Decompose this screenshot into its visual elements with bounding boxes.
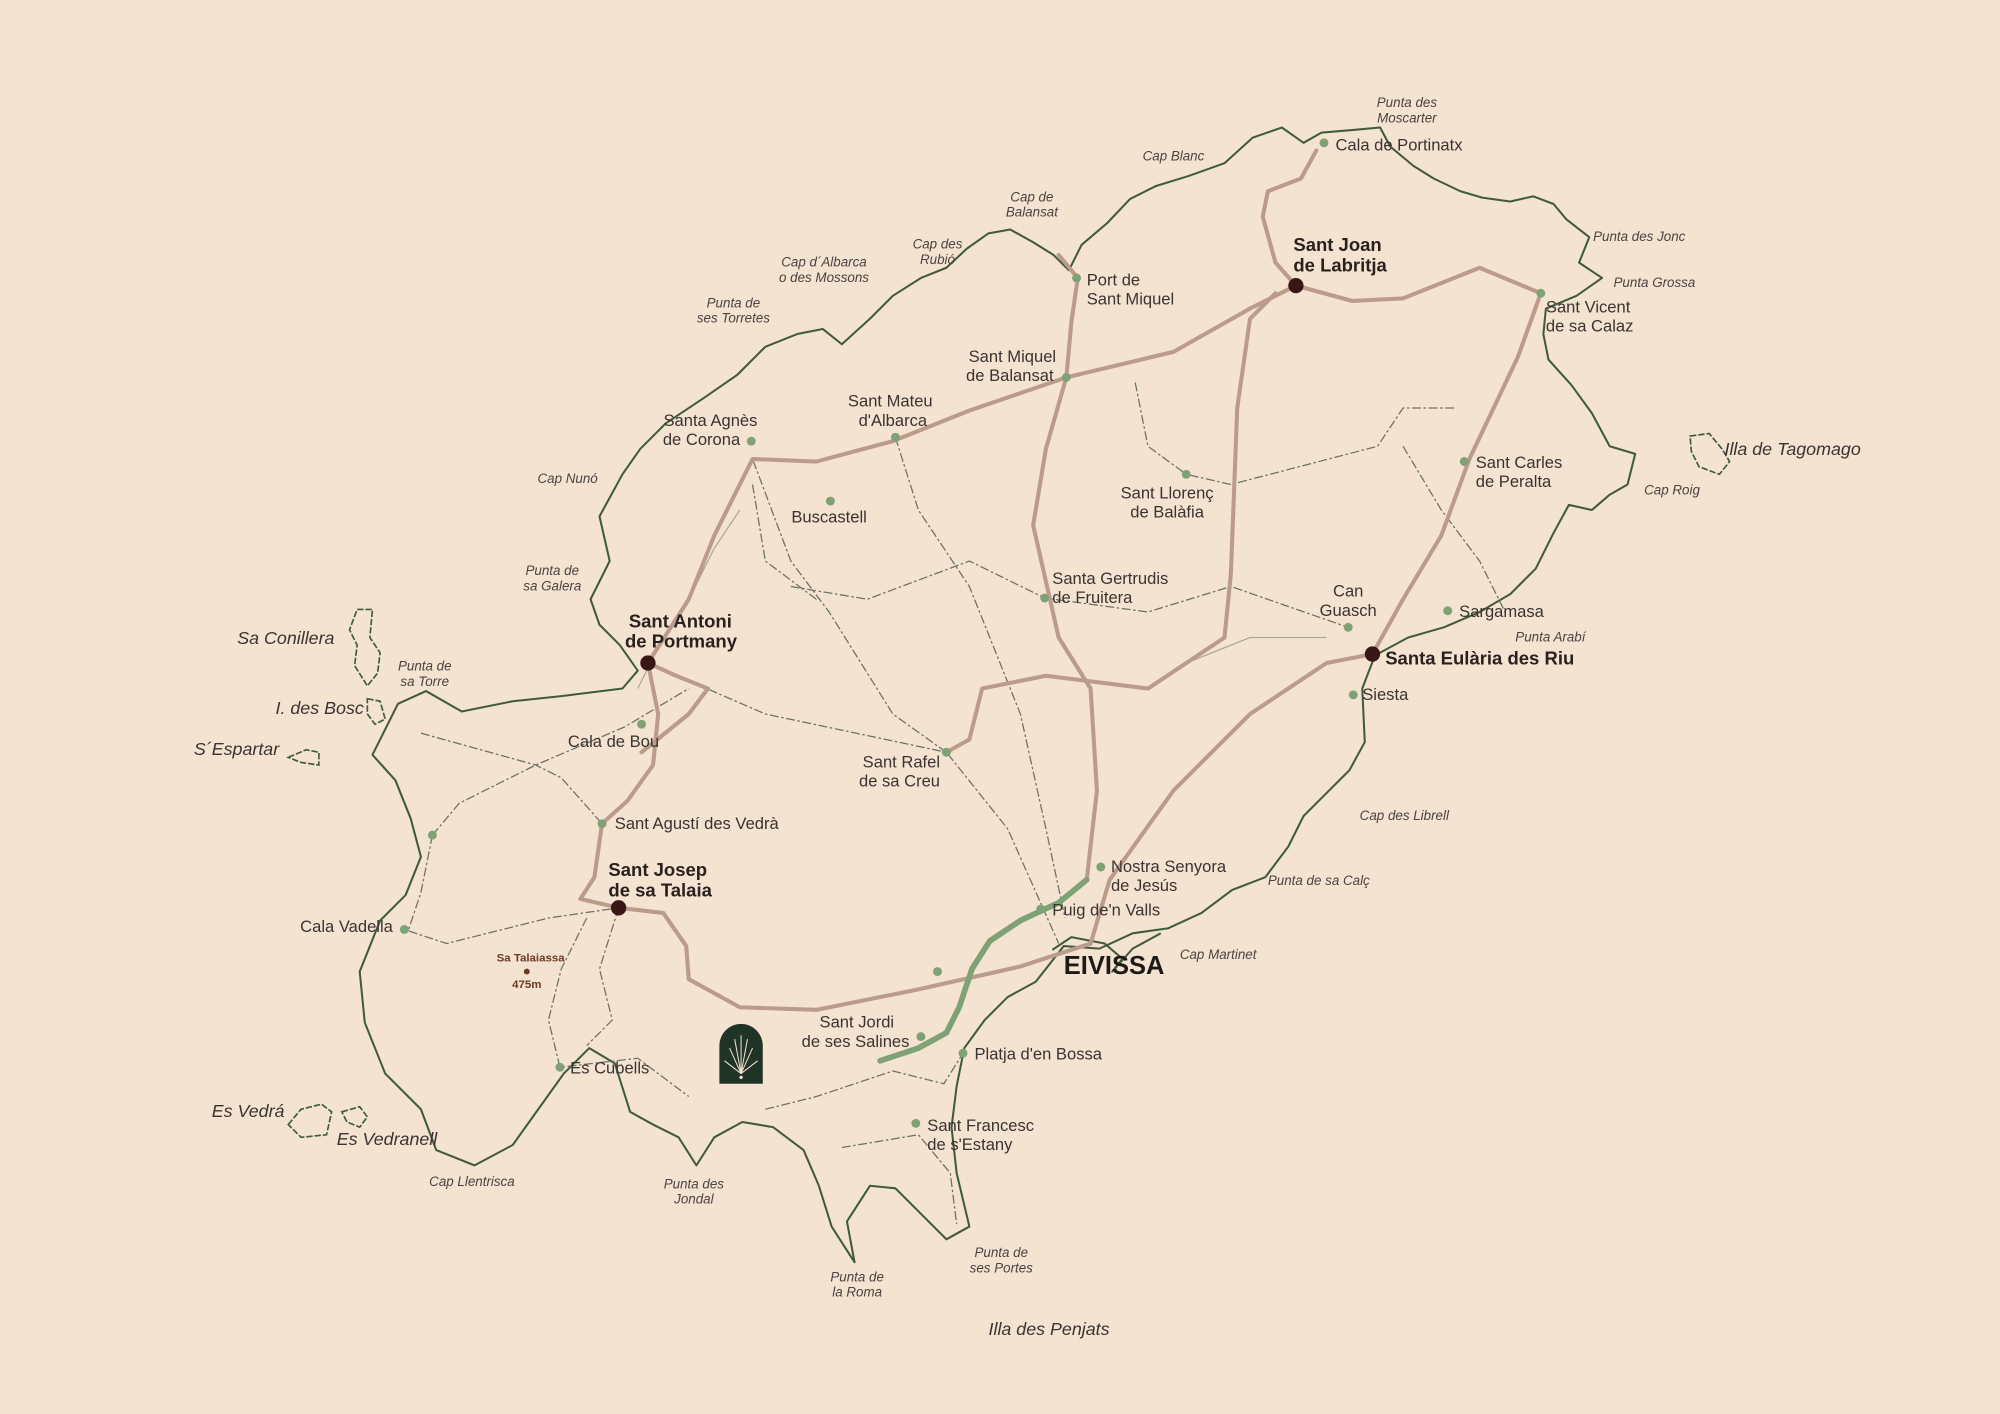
cape-label: Cap des Librell (1360, 808, 1450, 823)
town-label[interactable]: Siesta (1362, 685, 1409, 704)
cape-label: Punta des Jonc (1593, 229, 1686, 244)
peak-name: Sa Talaiassa (497, 952, 566, 964)
town-label[interactable]: Sant Agustí des Vedrà (615, 814, 780, 833)
island-labels: Illa de Tagomago Sa Conillera I. des Bos… (194, 439, 1861, 1339)
island-vedra (287, 1103, 333, 1139)
cape-label: Cap Llentrisca (429, 1174, 515, 1189)
peak-marker (523, 968, 530, 975)
coastline (358, 126, 1637, 1264)
town-label[interactable]: Cala de Portinatx (1335, 135, 1463, 154)
minor-roads (407, 382, 1506, 1225)
cape-label: Cap Martinet (1180, 947, 1258, 962)
island-espartar (286, 748, 320, 766)
peak-sa-talaiassa: Sa Talaiassa 475m (497, 952, 566, 991)
island-label: Sa Conillera (237, 628, 334, 648)
cape-label: Cap Roig (1644, 483, 1700, 498)
island-label: Illa de Tagomago (1724, 439, 1860, 459)
island-label: Illa des Penjats (989, 1319, 1110, 1339)
town-label[interactable]: Buscastell (791, 508, 867, 527)
cape-label: Cap Nunó (537, 471, 598, 486)
island-bosc (366, 697, 387, 726)
town-label[interactable]: Cala de Bou (568, 732, 659, 751)
cape-label: Punta Grossa (1614, 275, 1696, 290)
island-label: I. des Bosc (276, 698, 364, 718)
town-label[interactable]: Es Cubells (570, 1059, 649, 1078)
cape-label: Punta de sa Calç (1268, 873, 1370, 888)
airport-route (877, 876, 1090, 1064)
island-label: S´Espartar (194, 739, 280, 759)
island-vedranell (340, 1105, 369, 1129)
peak-elevation: 475m (512, 979, 541, 991)
cape-label: Punta Arabí (1515, 629, 1586, 644)
island-label: Es Vedrá (212, 1101, 285, 1121)
town-label[interactable]: Cala Vadella (300, 917, 393, 936)
town-label[interactable]: Sargamasa (1459, 602, 1545, 621)
cape-label: Cap Blanc (1143, 149, 1205, 164)
major-town-label[interactable]: Santa Eulària des Riu (1385, 647, 1574, 668)
town-label[interactable]: Platja d'en Bossa (974, 1045, 1102, 1064)
town-markers (399, 138, 1546, 1128)
island-tagomago (1689, 432, 1731, 476)
eivissa-harbour (1051, 932, 1162, 973)
town-label[interactable]: Puig de'n Valls (1052, 900, 1160, 919)
island-label: Es Vedranell (337, 1129, 439, 1149)
island-conillera (348, 608, 381, 688)
main-roads (578, 148, 1543, 1012)
palm-arch-logo-icon (719, 1023, 763, 1084)
capital-label[interactable]: EIVISSA (1064, 952, 1165, 980)
